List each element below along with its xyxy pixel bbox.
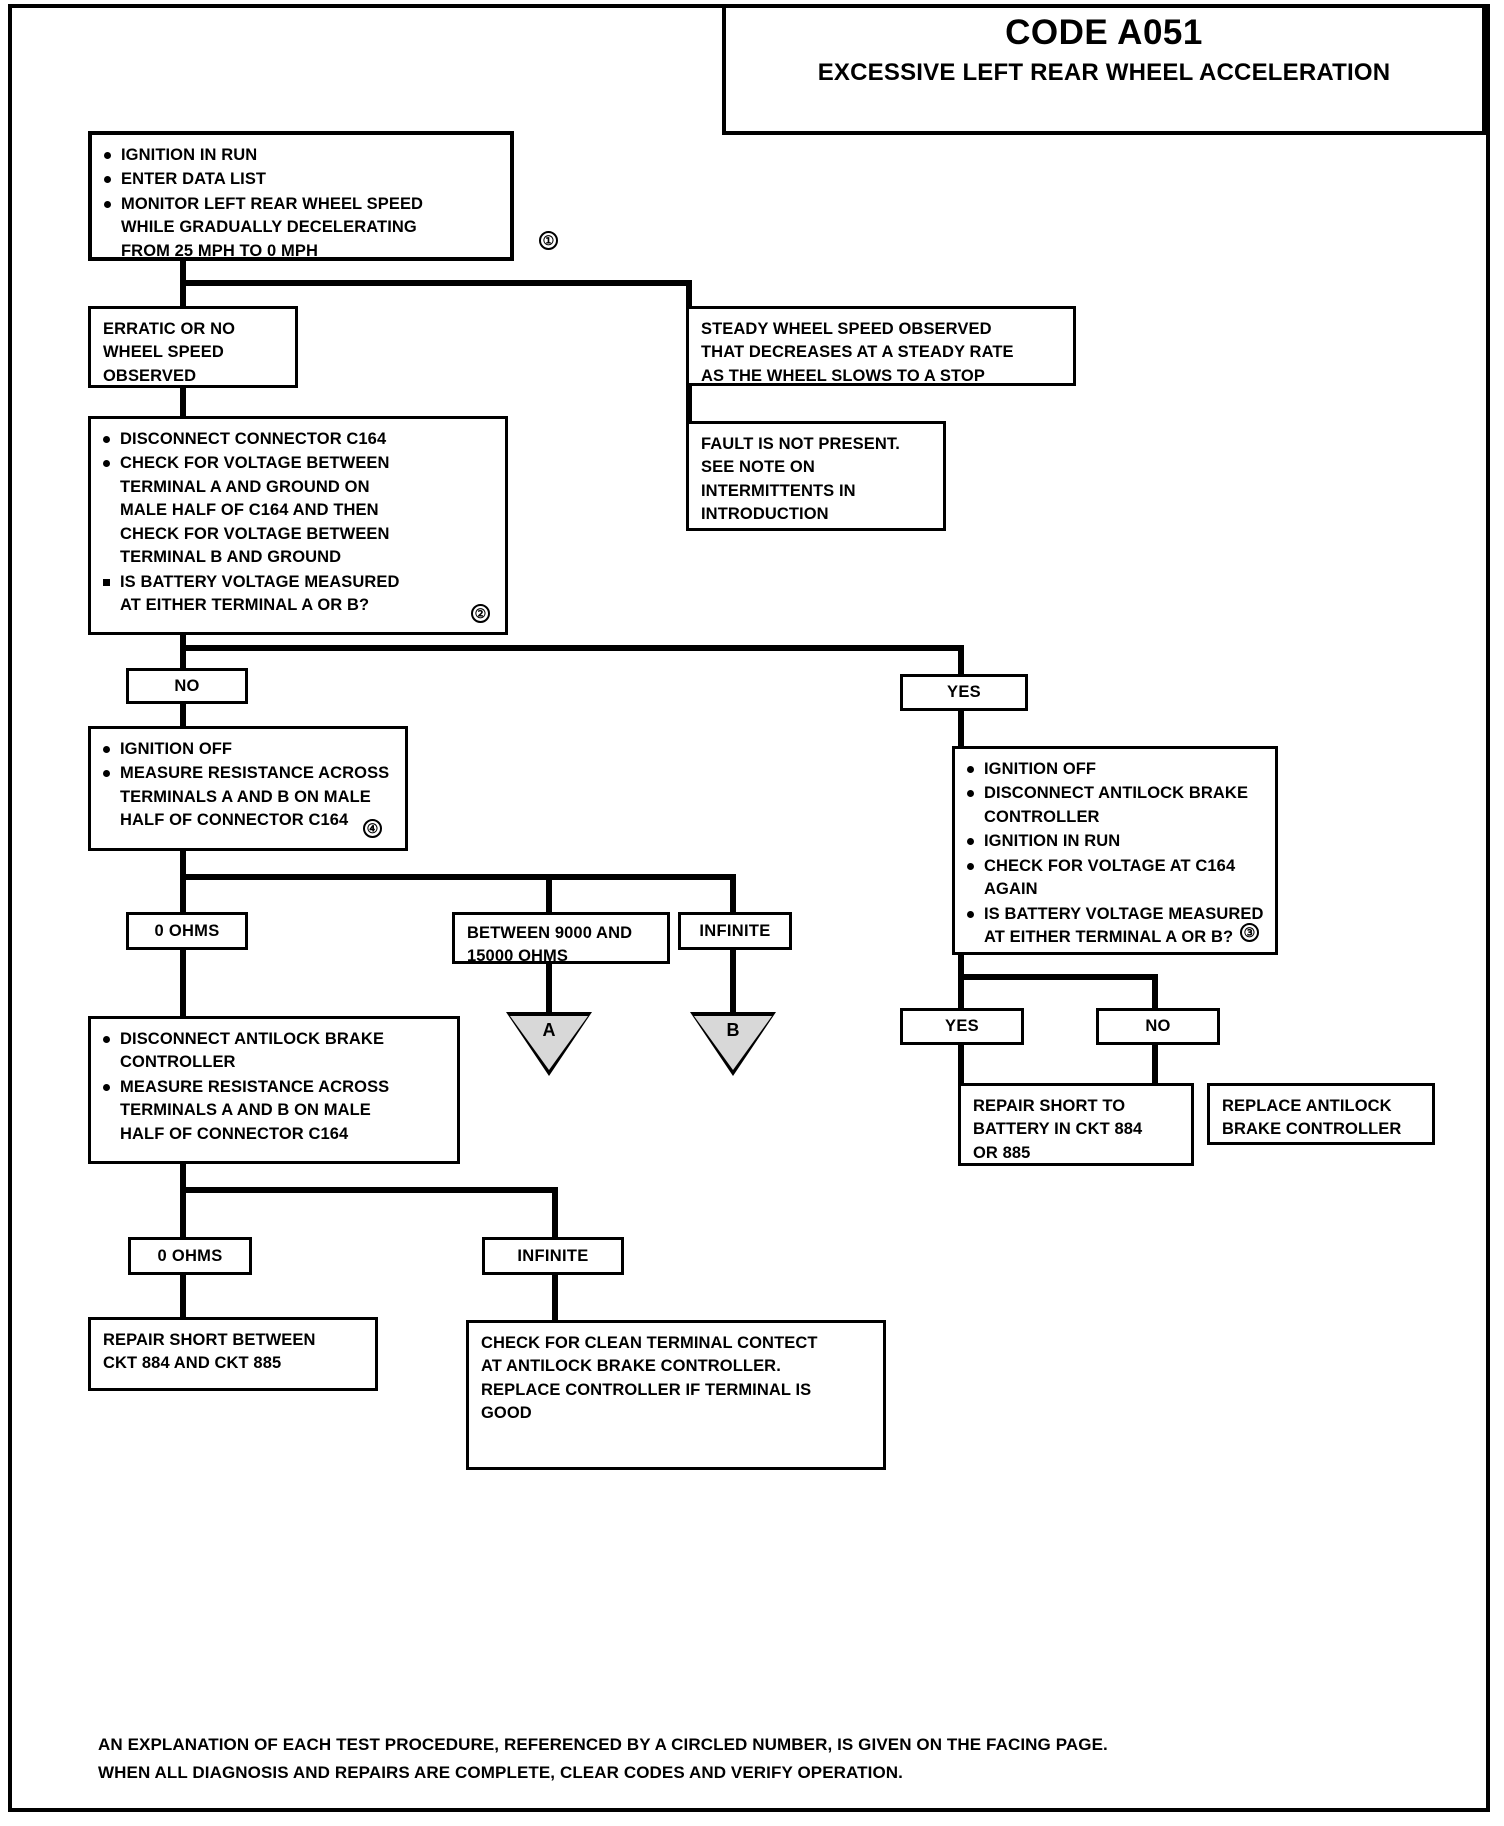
node-repair-short-battery: REPAIR SHORT TO BATTERY IN CKT 884 OR 88… — [958, 1083, 1194, 1166]
connector-to-steady — [686, 280, 692, 306]
connector-disconnect-down — [180, 1163, 186, 1193]
step-number-4: ④ — [363, 819, 382, 838]
node-start: IGNITION IN RUN ENTER DATA LIST MONITOR … — [88, 131, 558, 263]
connector-0ohms-b-down — [180, 1274, 186, 1317]
result-0-ohms-b-label: 0 OHMS — [157, 1246, 223, 1265]
measure-res-item-1: IGNITION OFF — [103, 738, 395, 761]
steady-text: STEADY WHEEL SPEED OBSERVED THAT DECREAS… — [701, 320, 1014, 385]
branch-no-1-label: NO — [174, 676, 200, 695]
connector-to-yes-1 — [958, 645, 964, 675]
check-voltage-item-2: CHECK FOR VOLTAGE BETWEEN TERMINAL A AND… — [103, 452, 495, 569]
connector-yes2-to-repair — [958, 1041, 964, 1083]
node-steady-wheel-speed: STEADY WHEEL SPEED OBSERVED THAT DECREAS… — [686, 306, 1076, 386]
connector-infinite-a-to-tri-b — [730, 950, 736, 1015]
footer-line-1: AN EXPLANATION OF EACH TEST PROCEDURE, R… — [98, 1735, 1108, 1754]
connector-start-split — [180, 280, 692, 286]
step-number-2: ② — [471, 604, 490, 623]
step-number-3: ③ — [1240, 923, 1259, 942]
connector-absvolt-down — [958, 955, 964, 980]
abs-voltage-item-2: DISCONNECT ANTILOCK BRAKE CONTROLLER — [967, 782, 1265, 829]
node-disconnect-measure: DISCONNECT ANTILOCK BRAKE CONTROLLER MEA… — [88, 1016, 460, 1164]
connector-yes1-to-absvolt — [958, 708, 964, 746]
node-check-voltage: DISCONNECT CONNECTOR C164 CHECK FOR VOLT… — [88, 416, 508, 635]
result-0-ohms-a[interactable]: 0 OHMS — [126, 912, 248, 950]
repair-short-battery-text: REPAIR SHORT TO BATTERY IN CKT 884 OR 88… — [973, 1097, 1143, 1162]
fault-not-present-text: FAULT IS NOT PRESENT. SEE NOTE ON INTERM… — [701, 435, 900, 524]
connector-start-down — [180, 260, 186, 285]
branch-yes-1-label: YES — [947, 683, 981, 701]
connector-to-0ohms-a — [180, 874, 186, 912]
connector-to-no-1 — [180, 645, 186, 668]
connector-check-split — [180, 645, 964, 651]
result-between-ohms[interactable]: BETWEEN 9000 AND 15000 OHMS — [452, 912, 670, 965]
start-item-1: IGNITION IN RUN — [104, 144, 500, 167]
footer-line-2: WHEN ALL DIAGNOSIS AND REPAIRS ARE COMPL… — [98, 1762, 903, 1782]
connector-to-infinite-b — [552, 1187, 558, 1237]
connector-check-down — [180, 634, 186, 650]
result-0-ohms-b[interactable]: 0 OHMS — [128, 1237, 252, 1275]
connector-absvolt-split — [958, 974, 1158, 980]
abs-voltage-item-4: CHECK FOR VOLTAGE AT C164 AGAIN — [967, 855, 1265, 902]
connector-to-yes-2 — [958, 974, 964, 1008]
page-title: CODE A051 — [1005, 13, 1203, 52]
result-between-ohms-text: BETWEEN 9000 AND 15000 OHMS — [467, 924, 633, 966]
connector-to-infinite-a — [730, 874, 736, 912]
connector-erratic-to-check — [180, 388, 186, 416]
measure-res-item-2: MEASURE RESISTANCE ACROSS TERMINALS A AN… — [103, 762, 395, 832]
branch-yes-2[interactable]: YES — [900, 1008, 1024, 1045]
connector-no1-to-measure — [180, 701, 186, 726]
triangle-a-letter: A — [542, 1020, 556, 1040]
connector-steady-to-fault — [686, 385, 692, 422]
erratic-text: ERRATIC OR NO WHEEL SPEED OBSERVED — [103, 320, 236, 385]
disconnect-measure-item-2: MEASURE RESISTANCE ACROSS TERMINALS A AN… — [103, 1076, 447, 1146]
connector-no2-to-replace — [1152, 1041, 1158, 1083]
branch-no-1[interactable]: NO — [126, 668, 248, 704]
abs-voltage-item-5: IS BATTERY VOLTAGE MEASURED AT EITHER TE… — [967, 903, 1265, 950]
start-item-3: MONITOR LEFT REAR WHEEL SPEED WHILE GRAD… — [104, 193, 500, 263]
node-fault-not-present: FAULT IS NOT PRESENT. SEE NOTE ON INTERM… — [686, 421, 946, 531]
result-infinite-a-label: INFINITE — [699, 921, 771, 940]
triangle-b-letter: B — [726, 1020, 740, 1040]
abs-voltage-item-3: IGNITION IN RUN — [967, 830, 1265, 853]
connector-measure-split — [180, 874, 736, 880]
step-number-1: ① — [539, 231, 558, 250]
connector-infinite-b-down — [552, 1274, 558, 1320]
abs-voltage-item-1: IGNITION OFF — [967, 758, 1265, 781]
connector-to-between — [546, 874, 552, 912]
result-infinite-b[interactable]: INFINITE — [482, 1237, 624, 1275]
node-check-terminal-contact: CHECK FOR CLEAN TERMINAL CONTECT AT ANTI… — [466, 1320, 886, 1470]
branch-yes-1[interactable]: YES — [900, 674, 1028, 711]
connector-0ohms-a-down — [180, 950, 186, 1016]
connector-to-no-2 — [1152, 974, 1158, 1008]
connector-to-0ohms-b — [180, 1187, 186, 1237]
node-measure-resistance: IGNITION OFF MEASURE RESISTANCE ACROSS T… — [88, 726, 408, 851]
node-erratic-no-speed: ERRATIC OR NO WHEEL SPEED OBSERVED — [88, 306, 298, 388]
branch-no-2-label: NO — [1145, 1017, 1171, 1035]
check-voltage-item-1: DISCONNECT CONNECTOR C164 — [103, 428, 495, 451]
replace-controller-text: REPLACE ANTILOCK BRAKE CONTROLLER — [1222, 1097, 1402, 1139]
page-subtitle: EXCESSIVE LEFT REAR WHEEL ACCELERATION — [817, 58, 1391, 86]
connector-disconnect-split — [180, 1187, 558, 1193]
connector-between-to-tri-a — [546, 963, 552, 1015]
branch-yes-2-label: YES — [945, 1017, 979, 1035]
node-replace-controller: REPLACE ANTILOCK BRAKE CONTROLLER — [1207, 1083, 1435, 1145]
node-repair-short-ckt: REPAIR SHORT BETWEEN CKT 884 AND CKT 885 — [88, 1317, 378, 1391]
result-infinite-a[interactable]: INFINITE — [678, 912, 792, 950]
title-block: CODE A051 EXCESSIVE LEFT REAR WHEEL ACCE… — [722, 4, 1486, 135]
start-item-2: ENTER DATA LIST — [104, 168, 500, 191]
connector-measure-down — [180, 851, 186, 879]
branch-no-2[interactable]: NO — [1096, 1008, 1220, 1045]
footer-note: AN EXPLANATION OF EACH TEST PROCEDURE, R… — [98, 1731, 1398, 1786]
check-terminal-contact-text: CHECK FOR CLEAN TERMINAL CONTECT AT ANTI… — [481, 1334, 818, 1423]
result-0-ohms-a-label: 0 OHMS — [154, 921, 220, 940]
result-infinite-b-label: INFINITE — [517, 1246, 589, 1265]
check-voltage-item-3: IS BATTERY VOLTAGE MEASURED AT EITHER TE… — [103, 571, 495, 618]
connector-to-erratic — [180, 280, 186, 306]
repair-short-ckt-text: REPAIR SHORT BETWEEN CKT 884 AND CKT 885 — [103, 1331, 316, 1373]
disconnect-measure-item-1: DISCONNECT ANTILOCK BRAKE CONTROLLER — [103, 1028, 447, 1075]
node-abs-check-voltage: IGNITION OFF DISCONNECT ANTILOCK BRAKE C… — [952, 746, 1278, 955]
